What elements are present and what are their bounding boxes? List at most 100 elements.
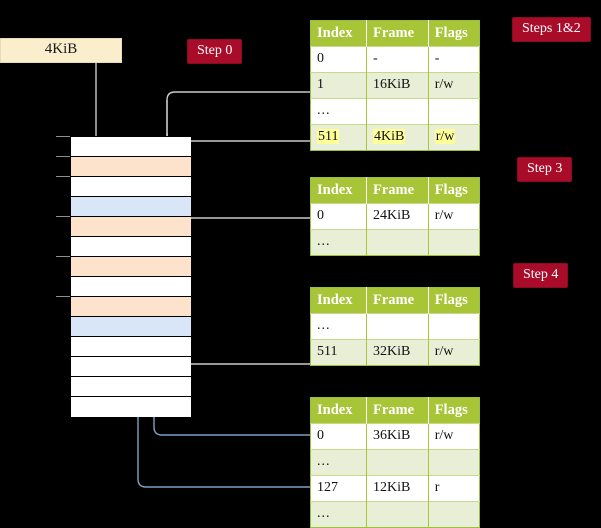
column-header-index: Index <box>310 177 367 204</box>
ellipsis-text: ... <box>317 318 331 333</box>
cell-flags <box>428 313 480 340</box>
cell-flags: r/w <box>428 203 480 230</box>
memory-frame-row <box>71 317 191 337</box>
cell-index: ... <box>310 313 367 340</box>
column-header-frame: Frame <box>366 397 429 424</box>
cell-flags <box>428 449 480 476</box>
cell-flags: - <box>428 46 480 73</box>
cell-frame: 32KiB <box>366 339 429 366</box>
highlighted-value: 511 <box>317 129 340 144</box>
cell-frame: 36KiB <box>366 423 429 450</box>
source-size-box: 4KiB <box>0 38 122 63</box>
memory-frame-row <box>71 257 191 277</box>
cell-flags: r <box>428 475 480 502</box>
cell-flags <box>428 229 480 256</box>
ellipsis-text: ... <box>317 234 331 249</box>
step-badge-step-3: Step 3 <box>518 158 572 181</box>
cell-index: ... <box>310 98 367 125</box>
column-header-index: Index <box>310 287 367 314</box>
highlighted-value: 4KiB <box>372 129 406 144</box>
cell-index: 0 <box>310 46 367 73</box>
cell-frame <box>366 98 429 125</box>
memory-frame-row <box>71 177 191 197</box>
ellipsis-text: ... <box>317 454 331 469</box>
table-row: ... <box>310 501 480 528</box>
cell-frame: 12KiB <box>366 475 429 502</box>
highlighted-value: r/w <box>434 129 456 144</box>
table-row: ... <box>310 229 480 256</box>
column-header-flags: Flags <box>428 20 480 47</box>
memory-frame-row <box>71 217 191 237</box>
cell-flags: r/w <box>428 339 480 366</box>
cell-frame: 24KiB <box>366 203 429 230</box>
column-header-index: Index <box>310 397 367 424</box>
cell-index: 511 <box>310 124 367 151</box>
table-row: 0-- <box>310 46 480 73</box>
column-header-frame: Frame <box>366 287 429 314</box>
cell-flags: r/w <box>428 423 480 450</box>
cell-index: ... <box>310 449 367 476</box>
step-badge-step-0: Step 0 <box>188 40 242 63</box>
column-header-frame: Frame <box>366 177 429 204</box>
cell-frame: - <box>366 46 429 73</box>
step-badge-steps-1-2: Steps 1&2 <box>513 18 590 41</box>
table-row: ... <box>310 449 480 476</box>
physical-memory-column <box>70 136 191 417</box>
cell-frame <box>366 313 429 340</box>
memory-row-tick <box>56 216 70 217</box>
column-header-flags: Flags <box>428 177 480 204</box>
cell-flags <box>428 98 480 125</box>
cell-frame: 4KiB <box>366 124 429 151</box>
memory-row-tick <box>56 256 70 257</box>
table-row: ... <box>310 98 480 125</box>
cell-frame <box>366 501 429 528</box>
column-header-frame: Frame <box>366 20 429 47</box>
cell-flags: r/w <box>428 72 480 99</box>
memory-frame-row <box>71 337 191 357</box>
memory-row-tick <box>56 176 70 177</box>
cell-frame <box>366 449 429 476</box>
column-header-index: Index <box>310 20 367 47</box>
cell-index: 127 <box>310 475 367 502</box>
cell-flags: r/w <box>428 124 480 151</box>
memory-frame-row <box>71 137 191 157</box>
memory-row-tick <box>56 156 70 157</box>
table-row: 511 4KiB r/w <box>310 124 480 151</box>
wire-table1-loop <box>166 91 312 142</box>
cell-index: 1 <box>310 72 367 99</box>
memory-frame-row <box>71 237 191 257</box>
cell-index: ... <box>310 501 367 528</box>
cell-frame <box>366 229 429 256</box>
memory-frame-row <box>71 357 191 377</box>
step-badge-step-4: Step 4 <box>514 264 568 287</box>
memory-frame-row <box>71 397 191 417</box>
column-header-flags: Flags <box>428 287 480 314</box>
memory-frame-row <box>71 297 191 317</box>
memory-frame-row <box>71 377 191 397</box>
ellipsis-text: ... <box>317 506 331 521</box>
cell-index: 0 <box>310 423 367 450</box>
ellipsis-text: ... <box>317 103 331 118</box>
memory-row-tick <box>56 136 70 137</box>
cell-flags <box>428 501 480 528</box>
memory-frame-row <box>71 277 191 297</box>
memory-frame-row <box>71 197 191 217</box>
memory-frame-row <box>71 157 191 177</box>
memory-row-tick <box>56 296 70 297</box>
column-header-flags: Flags <box>428 397 480 424</box>
cell-index: 511 <box>310 339 367 366</box>
